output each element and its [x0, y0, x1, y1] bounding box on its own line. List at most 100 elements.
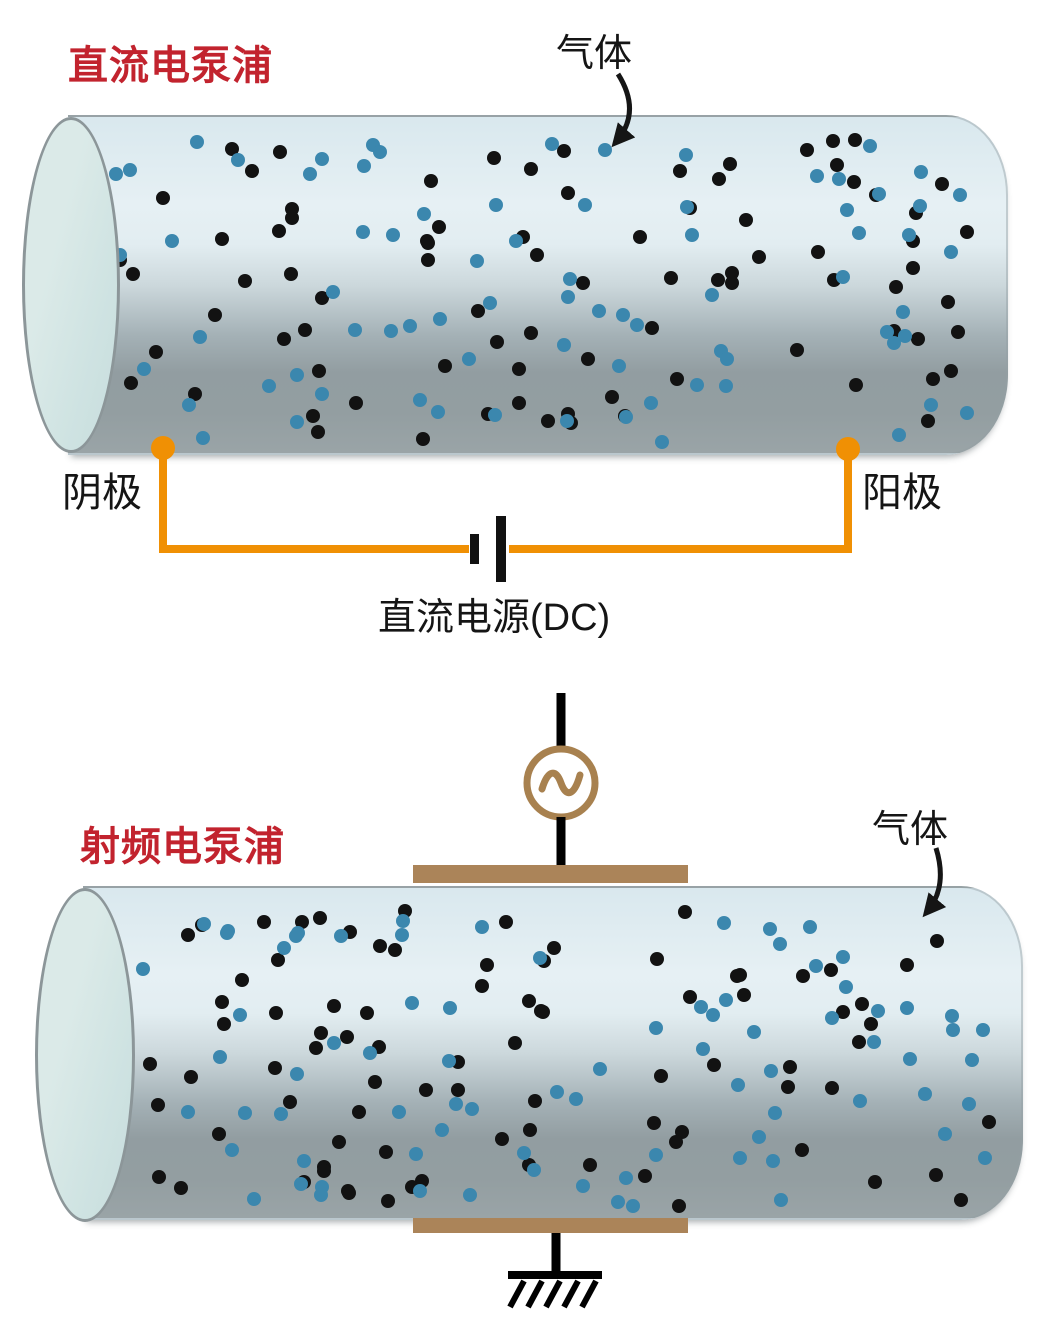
gas-particle	[395, 913, 410, 928]
gas-particle	[923, 397, 938, 412]
gas-particle	[431, 405, 446, 420]
gas-particle	[556, 338, 571, 353]
gas-particle	[647, 1115, 662, 1130]
gas-particle	[591, 304, 606, 319]
gas-particle	[568, 1091, 583, 1106]
gas-particle	[612, 358, 627, 373]
gas-particle	[380, 1193, 395, 1208]
gas-particle	[437, 358, 452, 373]
rf-tube-gas-particles	[83, 888, 1021, 1218]
gas-particle	[615, 308, 630, 323]
gas-particle	[511, 361, 526, 376]
rf-gas-label: 气体	[872, 809, 949, 851]
gas-particle	[498, 914, 513, 929]
gas-particle	[722, 156, 737, 171]
gas-particle	[835, 269, 850, 284]
gas-particle	[461, 351, 476, 366]
gas-particle	[419, 234, 434, 249]
gas-particle	[332, 1134, 347, 1149]
gas-particle	[853, 1093, 868, 1108]
gas-particle	[803, 919, 818, 934]
gas-particle	[214, 231, 229, 246]
gas-particle	[306, 408, 321, 423]
gas-particle	[197, 916, 212, 931]
dc-gas-arrow-icon	[611, 72, 636, 148]
gas-particle	[598, 143, 613, 158]
gas-particle	[849, 377, 864, 392]
gas-particle	[388, 943, 403, 958]
gas-particle	[326, 998, 341, 1013]
gas-particle	[490, 334, 505, 349]
gas-particle	[523, 1122, 538, 1137]
ac-source-icon	[523, 745, 599, 821]
gas-particle	[316, 1163, 331, 1178]
gas-particle	[632, 230, 647, 245]
gas-particle	[556, 143, 571, 158]
gas-particle	[655, 434, 670, 449]
gas-particle	[752, 249, 767, 264]
dc-gas-label: 气体	[556, 33, 633, 75]
gas-particle	[509, 233, 524, 248]
ground-icon	[507, 1233, 602, 1309]
dc-tube-end-cap	[22, 117, 120, 453]
gas-particle	[944, 1009, 959, 1024]
gas-particle	[789, 342, 804, 357]
rf-top-electrode	[413, 865, 688, 883]
gas-particle	[900, 1001, 915, 1016]
gas-particle	[486, 150, 501, 165]
gas-particle	[544, 136, 559, 151]
gas-particle	[190, 134, 205, 149]
gas-particle	[311, 425, 326, 440]
gas-particle	[629, 318, 644, 333]
gas-particle	[207, 308, 222, 323]
rf-gas-tube	[83, 886, 1023, 1220]
gas-particle	[277, 331, 292, 346]
gas-particle	[763, 1064, 778, 1079]
gas-particle	[315, 387, 330, 402]
gas-particle	[724, 275, 739, 290]
gas-particle	[913, 198, 928, 213]
gas-particle	[644, 395, 659, 410]
gas-particle	[215, 995, 230, 1010]
gas-particle	[152, 1170, 167, 1185]
gas-particle	[285, 202, 300, 217]
gas-particle	[618, 1171, 633, 1186]
gas-particle	[706, 1058, 721, 1073]
gas-particle	[233, 1007, 248, 1022]
gas-particle	[670, 372, 685, 387]
gas-particle	[829, 157, 844, 172]
gas-particle	[839, 980, 854, 995]
gas-particle	[423, 173, 438, 188]
gas-particle	[720, 351, 734, 366]
gas-particle	[238, 274, 253, 289]
gas-particle	[256, 915, 271, 930]
gas-particle	[887, 335, 902, 350]
gas-particle	[180, 928, 195, 943]
anode-label: 阳极	[862, 471, 942, 515]
gas-particle	[611, 1194, 626, 1209]
gas-particle	[673, 164, 688, 179]
gas-particle	[488, 198, 503, 213]
gas-particle	[925, 372, 940, 387]
gas-particle	[868, 1175, 883, 1190]
battery-short-plate	[470, 534, 479, 564]
gas-particle	[961, 1096, 976, 1111]
gas-particle	[773, 1192, 788, 1207]
gas-particle	[712, 172, 727, 187]
dc-circuit-wire	[159, 448, 852, 553]
gas-particle	[402, 319, 417, 334]
gas-particle	[373, 144, 388, 159]
sine-wave-glyph	[538, 769, 584, 796]
gas-particle	[294, 1177, 309, 1192]
gas-particle	[847, 133, 862, 148]
gas-particle	[852, 226, 867, 241]
dc-source-label: 直流电源(DC)	[378, 597, 611, 639]
gas-particle	[880, 324, 895, 339]
gas-particle	[137, 361, 152, 376]
gas-particle	[213, 1050, 228, 1065]
gas-particle	[921, 414, 936, 428]
gas-particle	[339, 1029, 354, 1044]
gas-particle	[231, 153, 246, 168]
